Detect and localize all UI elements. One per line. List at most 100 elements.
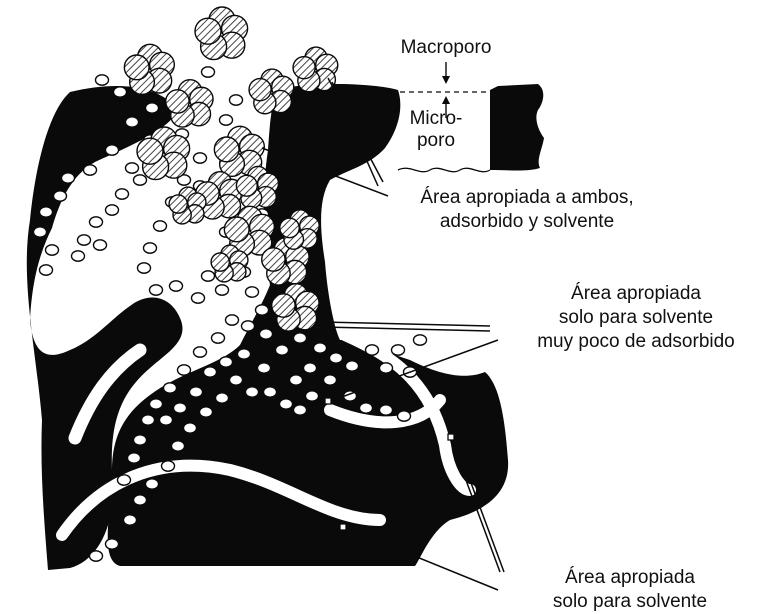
solvent-molecule bbox=[78, 235, 91, 245]
solvent-molecule bbox=[144, 243, 157, 253]
label-solo-poco-line3: muy poco de adsorbido bbox=[505, 330, 767, 354]
solvent-molecule bbox=[202, 67, 215, 77]
solvent-molecule bbox=[90, 217, 103, 227]
solvent-molecule bbox=[134, 495, 147, 505]
solvent-molecule bbox=[94, 240, 107, 250]
solvent-molecule bbox=[306, 391, 319, 401]
label-area-ambos-line2: adsorbido y solvente bbox=[382, 210, 672, 234]
solvent-molecule bbox=[276, 345, 289, 355]
solvent-molecule bbox=[154, 221, 167, 231]
solvent-molecule bbox=[138, 263, 151, 273]
solvent-molecule bbox=[150, 399, 163, 409]
solvent-molecule bbox=[142, 415, 155, 425]
label-area-ambos-line1: Área apropiada a ambos, bbox=[382, 186, 672, 210]
solvent-molecule bbox=[90, 551, 103, 561]
solvent-molecule bbox=[194, 347, 207, 357]
macroporo-text: Macroporo bbox=[390, 36, 502, 59]
solvent-molecule bbox=[200, 407, 213, 417]
label-solo-line1: Área apropiada bbox=[520, 566, 740, 590]
solvent-molecule bbox=[172, 441, 185, 451]
solvent-molecule bbox=[126, 163, 139, 173]
solvent-molecule bbox=[230, 95, 243, 105]
solvent-molecule bbox=[246, 287, 259, 297]
solvent-molecule bbox=[204, 367, 217, 377]
solvent-molecule bbox=[290, 375, 303, 385]
solvent-molecule bbox=[146, 479, 159, 489]
solvent-molecule bbox=[314, 343, 327, 353]
solvent-molecule bbox=[258, 363, 271, 373]
solvent-molecule bbox=[242, 321, 255, 331]
solvent-molecule bbox=[54, 191, 67, 201]
solvent-molecule bbox=[106, 145, 119, 155]
solvent-molecule bbox=[414, 335, 427, 345]
label-solo-line2: solo para solvente bbox=[520, 590, 740, 614]
solvent-molecule bbox=[190, 387, 203, 397]
solvent-molecule bbox=[216, 393, 229, 403]
solvent-molecule bbox=[260, 329, 273, 339]
solvent-molecule bbox=[256, 305, 269, 315]
solvent-molecule bbox=[202, 271, 215, 281]
solvent-molecule bbox=[96, 75, 109, 85]
solvent-molecule bbox=[178, 365, 191, 375]
solvent-molecule bbox=[174, 403, 187, 413]
solvent-molecule bbox=[294, 333, 307, 343]
adsorbate-molecule bbox=[195, 7, 248, 60]
solvent-molecule bbox=[220, 357, 233, 367]
adsorbate-molecule bbox=[124, 44, 174, 94]
microporo-text-line1: Micro- bbox=[398, 108, 474, 130]
solvent-molecule bbox=[264, 387, 277, 397]
solvent-molecule bbox=[280, 399, 293, 409]
solvent-molecule bbox=[162, 461, 175, 471]
solvent-molecule bbox=[194, 153, 207, 163]
solvent-molecule bbox=[124, 515, 137, 525]
solvent-molecule bbox=[62, 173, 75, 183]
adsorbate-molecule bbox=[249, 69, 294, 114]
macroporo-label: Macroporo bbox=[390, 36, 502, 59]
solvent-molecule bbox=[226, 315, 239, 325]
solvent-molecule bbox=[84, 165, 97, 175]
solvent-molecule bbox=[230, 375, 243, 385]
microporo-text-line2: poro bbox=[398, 130, 474, 152]
solvent-molecule bbox=[114, 87, 127, 97]
solvent-molecule bbox=[72, 251, 85, 261]
solvent-molecule bbox=[238, 349, 251, 359]
solvent-molecule bbox=[324, 375, 337, 385]
solvent-molecule bbox=[146, 103, 159, 113]
solvent-molecule bbox=[106, 205, 119, 215]
solvent-molecule bbox=[220, 115, 233, 125]
solvent-molecule bbox=[346, 361, 359, 371]
solvent-molecule bbox=[34, 227, 47, 237]
solvent-molecule bbox=[150, 285, 163, 295]
label-area-solo-solvente-poco-adsorbido: Área apropiada solo para solvente muy po… bbox=[505, 282, 767, 354]
solvent-molecule bbox=[392, 345, 405, 355]
label-area-solo-solvente: Área apropiada solo para solvente bbox=[520, 566, 740, 614]
solvent-molecule bbox=[192, 293, 205, 303]
solvent-molecule bbox=[360, 403, 373, 413]
adsorbate-molecule bbox=[166, 80, 213, 127]
label-solo-poco-line2: solo para solvente bbox=[505, 306, 767, 330]
solvent-molecule bbox=[304, 363, 317, 373]
label-area-ambos: Área apropiada a ambos, adsorbido y solv… bbox=[382, 186, 672, 234]
solvent-molecule bbox=[212, 333, 225, 343]
solvent-molecule bbox=[134, 435, 147, 445]
solvent-molecule bbox=[184, 423, 197, 433]
solvent-molecule bbox=[160, 415, 173, 425]
solvent-molecule bbox=[246, 387, 259, 397]
label-solo-poco-line1: Área apropiada bbox=[505, 282, 767, 306]
solvent-molecule bbox=[216, 285, 229, 295]
solvent-molecule bbox=[380, 405, 393, 415]
solvent-molecule bbox=[164, 383, 177, 393]
solvent-molecule bbox=[330, 353, 343, 363]
solvent-molecule bbox=[170, 281, 183, 291]
solvent-molecule bbox=[134, 175, 147, 185]
solvent-molecule bbox=[116, 189, 129, 199]
solvent-molecule bbox=[128, 453, 141, 463]
solvent-molecule bbox=[40, 207, 53, 217]
solvent-molecule bbox=[126, 117, 139, 127]
solid-body-right-block bbox=[490, 84, 544, 171]
solvent-molecule bbox=[380, 363, 393, 373]
solvent-molecule bbox=[294, 405, 307, 415]
solvent-molecule bbox=[398, 411, 411, 421]
solvent-molecule bbox=[366, 345, 379, 355]
